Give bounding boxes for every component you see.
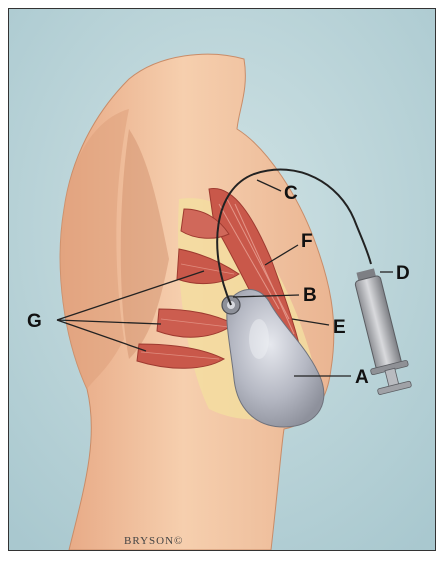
- label-e: E: [333, 317, 346, 338]
- implant-highlight: [249, 319, 269, 359]
- artist-signature: BRYSON©: [124, 535, 183, 547]
- label-f: F: [301, 231, 313, 252]
- label-a: A: [355, 367, 369, 388]
- breast-implant-diagram: C F D B E A G BRYSON©: [9, 9, 435, 550]
- label-c: C: [284, 183, 298, 204]
- label-d: D: [396, 263, 410, 284]
- label-b: B: [303, 285, 317, 306]
- illustration-frame: C F D B E A G BRYSON©: [8, 8, 436, 551]
- label-g: G: [27, 311, 42, 332]
